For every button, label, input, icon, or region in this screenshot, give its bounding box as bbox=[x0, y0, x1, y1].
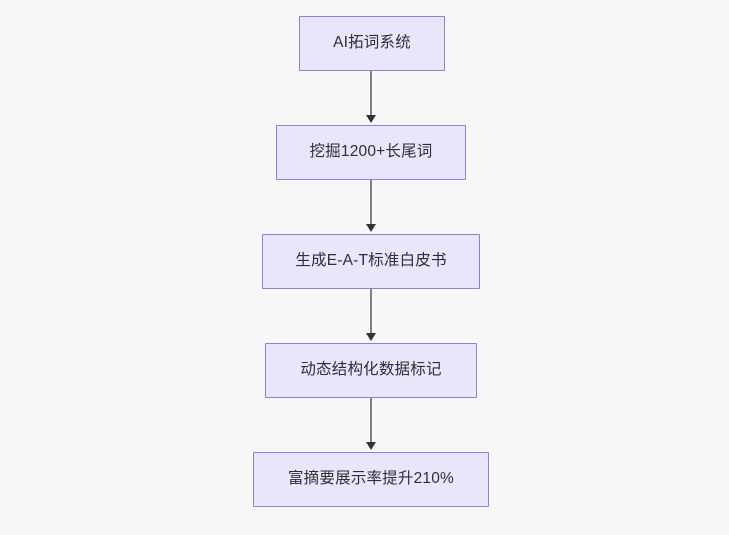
flow-node-dynamic-structured-data-markup[interactable]: 动态结构化数据标记 bbox=[265, 343, 477, 398]
flow-node-label: 动态结构化数据标记 bbox=[300, 361, 442, 379]
arrow-down-icon bbox=[366, 224, 376, 232]
flow-node-label: 富摘要展示率提升210% bbox=[287, 470, 455, 488]
arrow-down-icon bbox=[366, 333, 376, 341]
flow-edge-connector bbox=[370, 398, 372, 443]
flow-edge-connector bbox=[370, 71, 372, 116]
arrow-down-icon bbox=[366, 442, 376, 450]
flow-node-rich-snippet-impression-uplift[interactable]: 富摘要展示率提升210% bbox=[253, 452, 489, 507]
arrow-down-icon bbox=[366, 115, 376, 123]
flow-edge-connector bbox=[370, 180, 372, 225]
flow-node-label: 生成E-A-T标准白皮书 bbox=[295, 252, 447, 270]
flow-node-mine-longtail-keywords[interactable]: 挖掘1200+长尾词 bbox=[276, 125, 466, 180]
flow-node-label: 挖掘1200+长尾词 bbox=[309, 143, 433, 161]
flow-edge-connector bbox=[370, 289, 372, 334]
flow-node-generate-eat-whitepaper[interactable]: 生成E-A-T标准白皮书 bbox=[262, 234, 480, 289]
flow-node-ai-keyword-system[interactable]: AI拓词系统 bbox=[299, 16, 445, 71]
flow-node-label: AI拓词系统 bbox=[333, 34, 411, 52]
